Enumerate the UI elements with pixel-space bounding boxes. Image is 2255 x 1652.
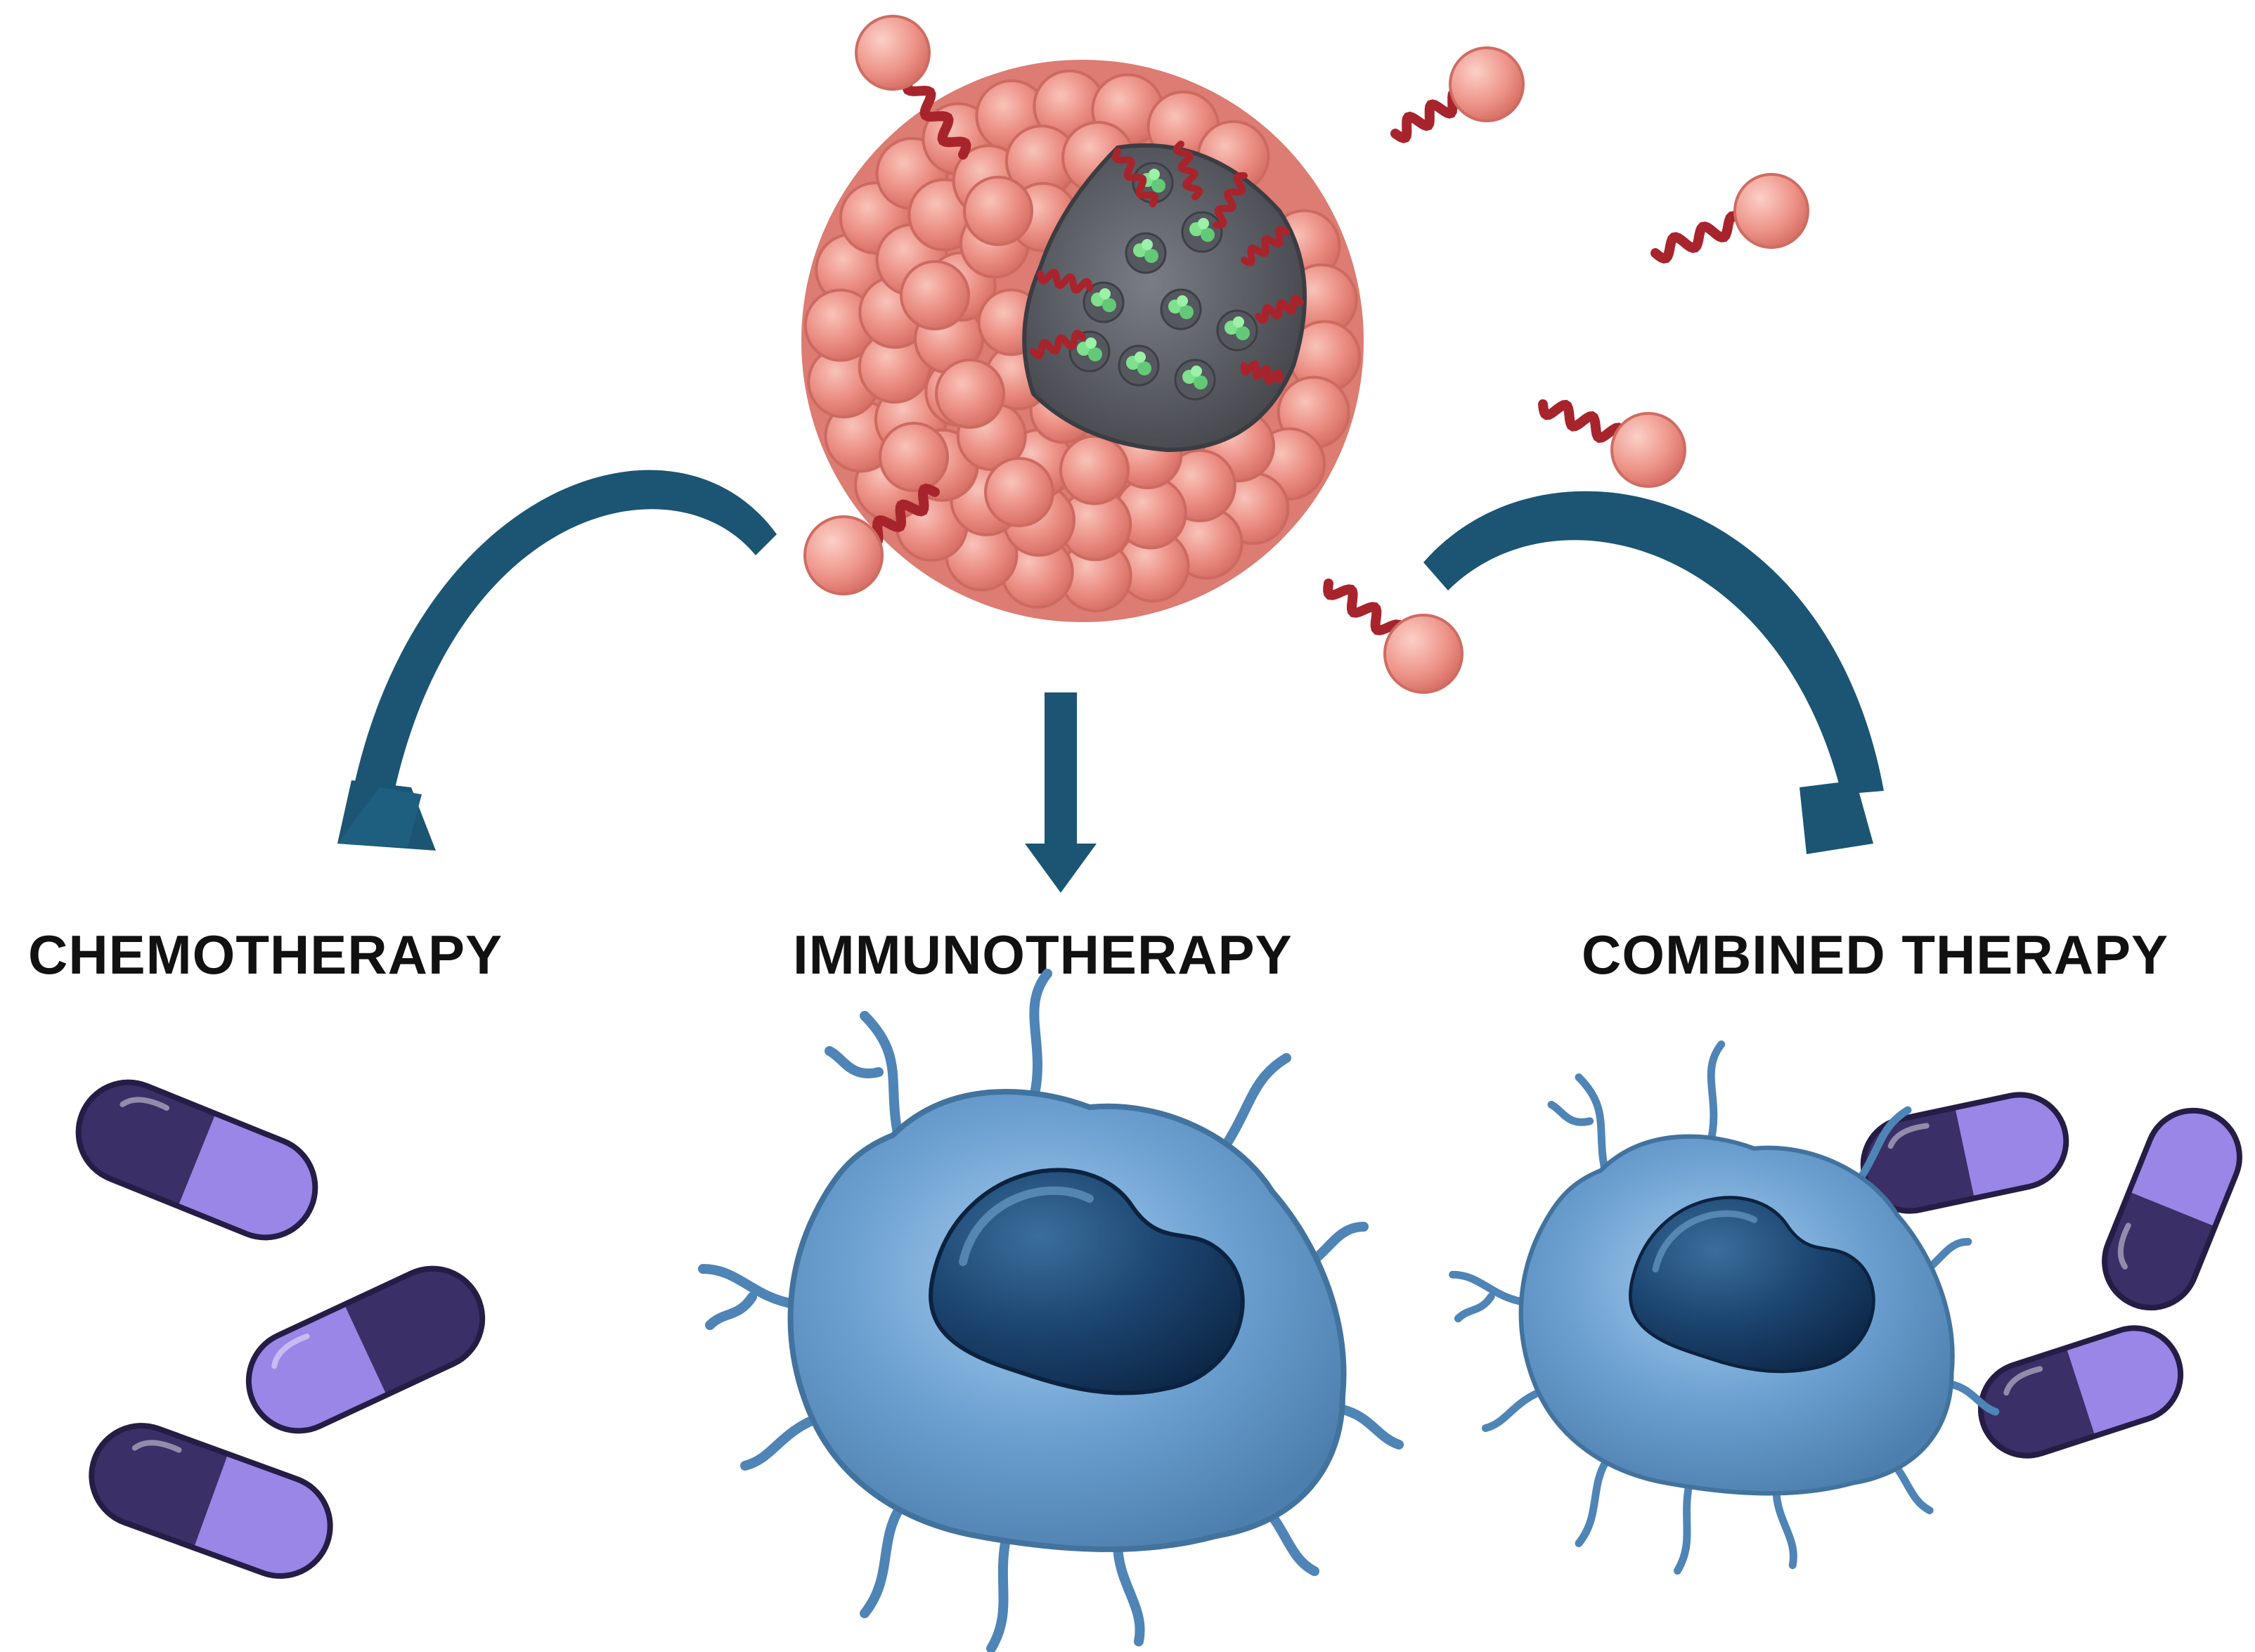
lipid-tail bbox=[1030, 330, 1086, 359]
capsule-pill-icon bbox=[245, 1265, 486, 1434]
drug-molecule bbox=[1088, 347, 1102, 361]
cell-highlight bbox=[1652, 1210, 1758, 1273]
drug-molecule bbox=[1233, 316, 1244, 328]
drug-molecule bbox=[1191, 366, 1202, 377]
capsule-half bbox=[2131, 1113, 2237, 1226]
lipid-head bbox=[900, 260, 970, 330]
cell-dendrite bbox=[1854, 1106, 1912, 1186]
capsule-pill-icon bbox=[1977, 1325, 2184, 1459]
drug-molecule bbox=[1137, 361, 1151, 375]
cell-dendrite bbox=[1772, 1484, 1797, 1570]
capsule-pill-icon bbox=[89, 1423, 333, 1579]
capsule-highlight bbox=[271, 1333, 310, 1369]
cell-nucleus bbox=[1629, 1196, 1875, 1374]
label-chemotherapy: CHEMOTHERAPY bbox=[28, 924, 503, 986]
capsule-half bbox=[179, 1116, 313, 1235]
drug-capsules bbox=[75, 1079, 2242, 1579]
capsule-half bbox=[1956, 1097, 2064, 1196]
cell-dendrite bbox=[1028, 969, 1052, 1105]
cell-dendrite bbox=[825, 1011, 905, 1147]
drug-molecule bbox=[1142, 239, 1153, 250]
cell-highlight bbox=[959, 1186, 1094, 1266]
drug-molecule bbox=[1149, 169, 1160, 180]
capsule-highlight bbox=[1887, 1123, 1930, 1149]
cell-dendrite bbox=[1449, 1270, 1528, 1323]
lipid-head bbox=[879, 422, 949, 492]
cell-dendrite bbox=[860, 1503, 905, 1618]
drug-molecule bbox=[1180, 305, 1194, 319]
free-lipid-cluster bbox=[803, 15, 1809, 694]
capsule-half bbox=[2107, 1192, 2213, 1305]
cell-dendrite bbox=[1338, 1405, 1404, 1450]
drug-molecule bbox=[1099, 288, 1111, 299]
capsule-highlight bbox=[2003, 1366, 2043, 1396]
capsule-half bbox=[1983, 1350, 2095, 1453]
lipid-tail bbox=[1240, 360, 1284, 385]
lipid-tail bbox=[1037, 269, 1093, 294]
capsule-pill-icon bbox=[2102, 1107, 2242, 1311]
free-lipid-head bbox=[803, 515, 884, 595]
drug-molecule bbox=[1102, 298, 1116, 312]
free-lipid-head bbox=[1610, 412, 1686, 488]
capsule-half bbox=[251, 1307, 386, 1428]
arrow-to-immunotherapy bbox=[1025, 692, 1097, 893]
drug-molecule bbox=[1177, 295, 1188, 306]
label-combined-therapy: COMBINED THERAPY bbox=[1582, 924, 2169, 986]
lipid-tail bbox=[1172, 141, 1203, 200]
lipid-tail bbox=[1241, 226, 1290, 266]
cell-dendrite bbox=[986, 1538, 1010, 1652]
capsule-half bbox=[94, 1428, 227, 1545]
capsule-half bbox=[345, 1271, 480, 1393]
cell-dendrite bbox=[1575, 1457, 1610, 1547]
capsule-highlight bbox=[2117, 1222, 2131, 1270]
capsule-half bbox=[81, 1085, 215, 1204]
drug-molecule bbox=[1144, 249, 1158, 263]
capsule-half bbox=[195, 1457, 328, 1573]
cell-dendrite bbox=[1218, 1053, 1291, 1154]
free-lipid-head bbox=[1383, 614, 1464, 694]
lipid-head bbox=[984, 457, 1054, 527]
lipid-tail bbox=[1255, 295, 1304, 324]
dendritic-cell-icon bbox=[1449, 1040, 2000, 1575]
drug-molecule bbox=[1151, 179, 1165, 193]
cell-dendrite bbox=[1481, 1386, 1550, 1433]
lipid-tail bbox=[1111, 148, 1159, 207]
lipid-head bbox=[963, 176, 1033, 246]
cell-dendrite bbox=[1547, 1073, 1610, 1180]
lipid-tail bbox=[1213, 172, 1248, 229]
capsule-half bbox=[1866, 1110, 1974, 1208]
capsule-highlight bbox=[131, 1440, 182, 1453]
drug-molecule bbox=[1135, 351, 1146, 363]
dendritic-cell-icon bbox=[698, 969, 1404, 1652]
drug-molecule bbox=[1201, 228, 1215, 242]
drug-molecule bbox=[1198, 218, 1209, 229]
drug-payload-cluster bbox=[1068, 162, 1258, 401]
cell-dendrite bbox=[1673, 1484, 1693, 1575]
lipid-tail-cluster bbox=[1030, 141, 1304, 385]
cell-dendrite bbox=[1706, 1040, 1726, 1147]
drug-molecule bbox=[1236, 326, 1250, 340]
arrow-to-chemotherapy bbox=[337, 470, 777, 851]
capsule-pill-icon bbox=[1860, 1092, 2069, 1214]
cell-nucleus bbox=[929, 1168, 1245, 1395]
cell-dendrite bbox=[740, 1412, 827, 1471]
immune-cells bbox=[698, 969, 2000, 1652]
cell-dendrite bbox=[1947, 1380, 2000, 1416]
capsule-pill-icon bbox=[75, 1079, 318, 1241]
cell-dendrite bbox=[1113, 1538, 1145, 1646]
capsule-half bbox=[2067, 1331, 2178, 1433]
lipid-head bbox=[935, 359, 1005, 429]
arrow-to-combined-therapy bbox=[1423, 491, 1884, 854]
free-lipid-head bbox=[855, 15, 931, 91]
capsule-highlight bbox=[119, 1097, 170, 1111]
drug-molecule bbox=[1085, 337, 1097, 349]
free-lipid-head bbox=[1733, 173, 1809, 249]
cell-dendrite bbox=[698, 1264, 799, 1330]
lipid-head bbox=[1059, 434, 1130, 505]
free-lipid-head bbox=[1449, 46, 1525, 122]
drug-molecule bbox=[1194, 375, 1208, 389]
nanoparticle-micelle-icon bbox=[801, 60, 1364, 622]
